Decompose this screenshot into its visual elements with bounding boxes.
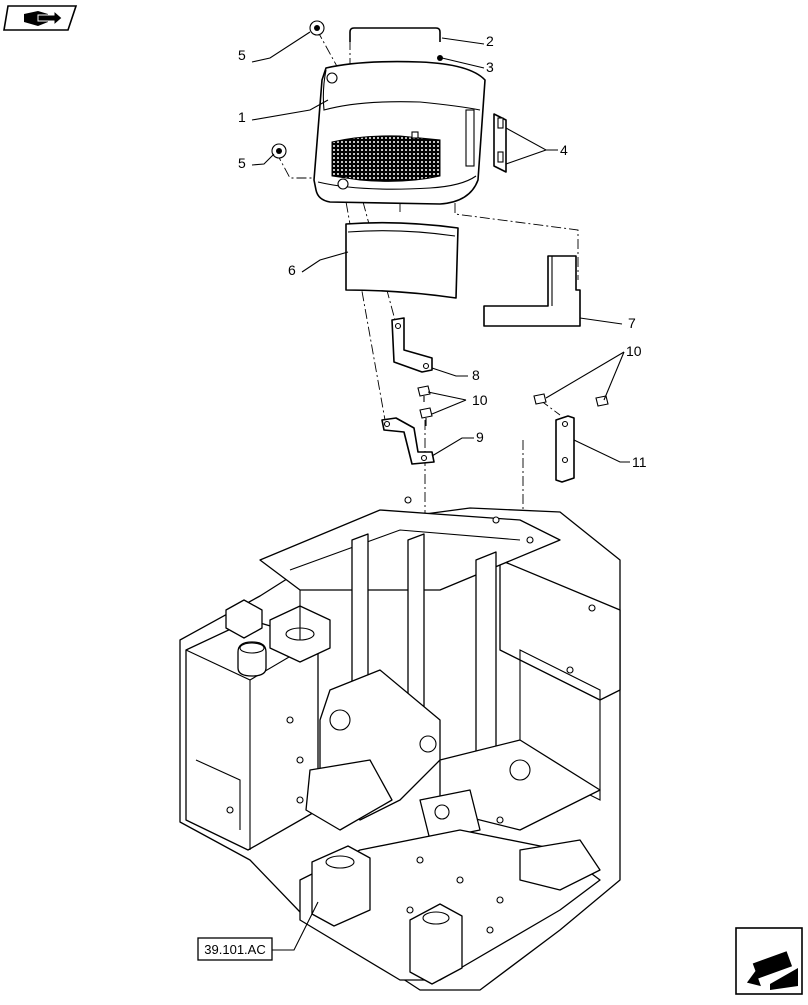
callout-label-2: 2 xyxy=(486,33,494,49)
part-4-clips xyxy=(493,113,507,173)
callout-label-9: 9 xyxy=(476,429,484,445)
leader-lines xyxy=(251,31,630,951)
machine-frame xyxy=(179,496,621,991)
part-11-plate xyxy=(555,415,575,483)
callout-label-3: 3 xyxy=(486,59,494,75)
reference-link[interactable]: 39.101.AC xyxy=(197,937,273,961)
part-7-seal xyxy=(483,255,581,327)
callout-label-10: 10 xyxy=(472,392,488,408)
bolt xyxy=(419,407,433,426)
part-8-bracket xyxy=(391,317,433,373)
callout-label-5: 5 xyxy=(238,155,246,171)
bolt xyxy=(417,385,431,402)
bolt xyxy=(595,395,609,407)
part-1-cover xyxy=(313,60,486,205)
part-3-clip xyxy=(437,55,443,61)
callout-label-10: 10 xyxy=(626,343,642,359)
callout-label-5: 5 xyxy=(238,47,246,63)
part-5-grommet-top xyxy=(309,20,325,36)
callout-label-6: 6 xyxy=(288,262,296,278)
part-9-bracket xyxy=(381,417,435,465)
book-arrow-icon[interactable] xyxy=(3,5,78,31)
part-10-bolts xyxy=(417,385,609,426)
orientation-arrow-icon[interactable] xyxy=(735,927,803,995)
part-5-grommet-left xyxy=(271,143,287,159)
callout-label-11: 11 xyxy=(632,454,647,470)
part-2-handle xyxy=(349,27,441,42)
callout-label-4: 4 xyxy=(560,142,568,158)
callout-label-1: 1 xyxy=(238,109,246,125)
callout-label-7: 7 xyxy=(628,315,636,331)
reference-label[interactable]: 39.101.AC xyxy=(204,942,265,957)
callout-labels: 5 2 3 1 4 5 6 7 10 8 10 9 11 xyxy=(238,33,647,470)
bolt xyxy=(533,393,547,405)
callout-label-8: 8 xyxy=(472,367,480,383)
part-6-panel xyxy=(345,221,459,299)
